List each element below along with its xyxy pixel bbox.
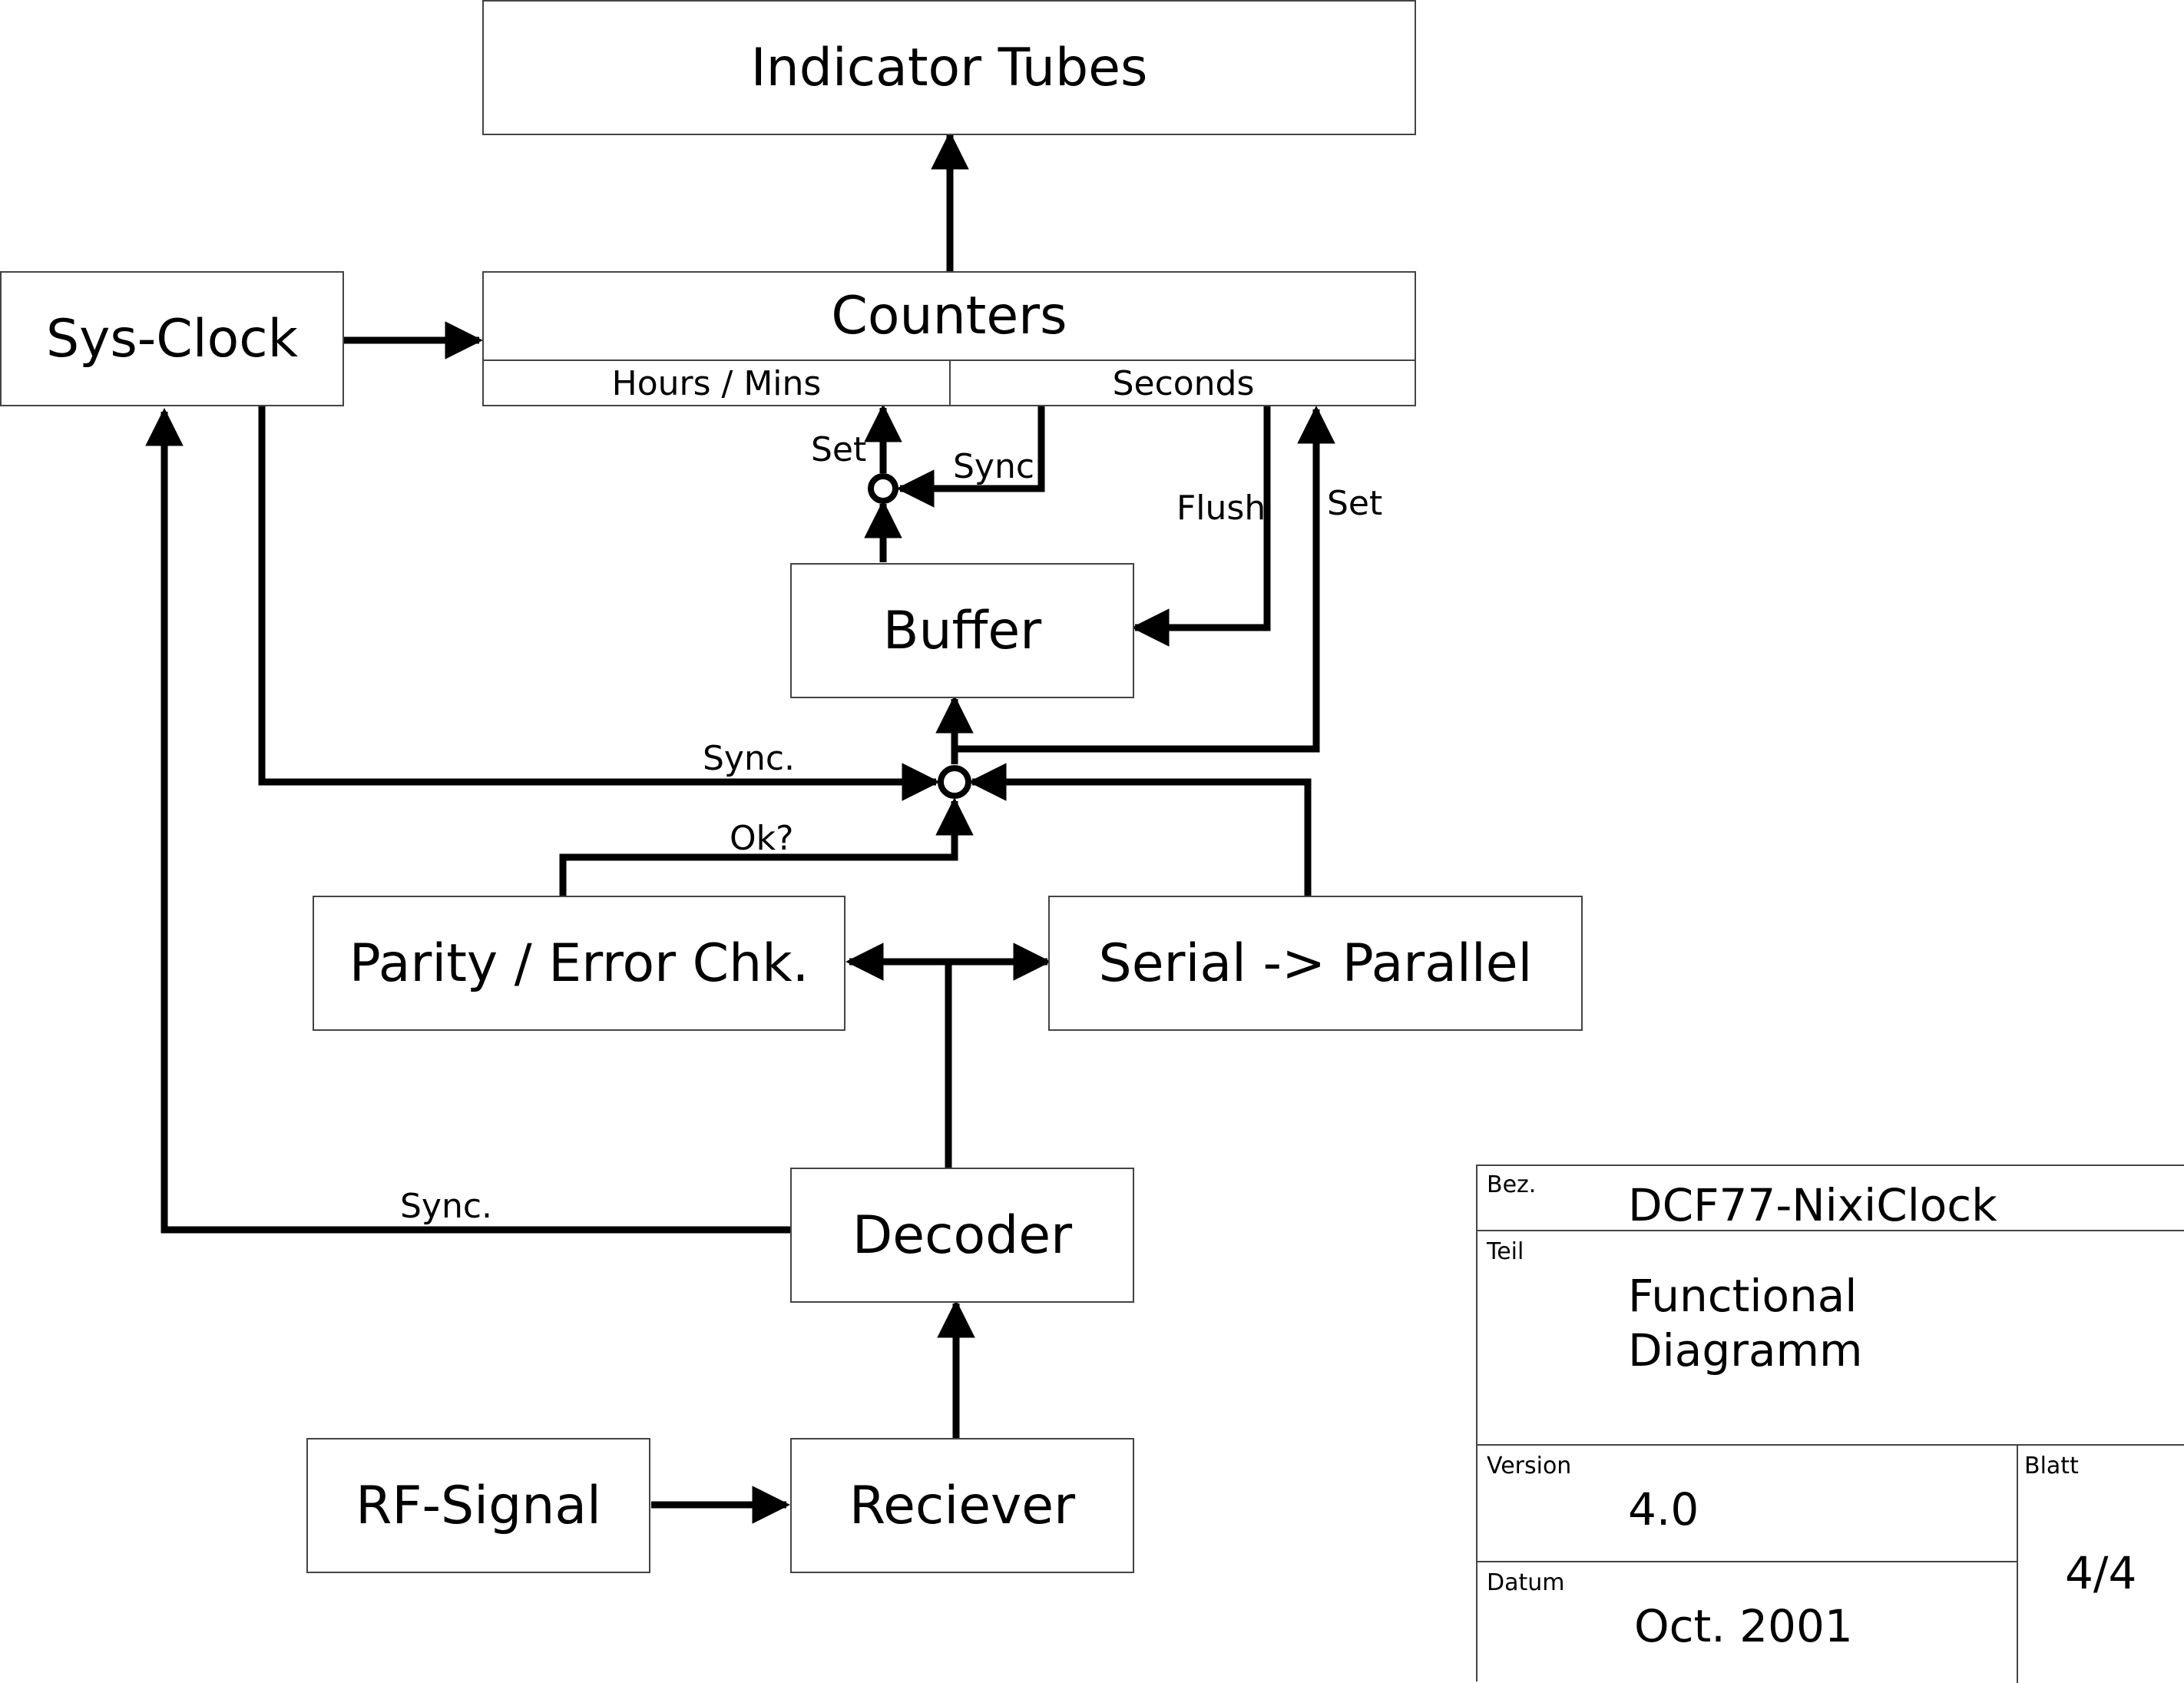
title-row-divider <box>1478 1230 2184 1231</box>
version-label: Version <box>1487 1453 1572 1479</box>
receiver-block: Reciever <box>790 1438 1134 1573</box>
arrow-clock-sync <box>258 406 940 801</box>
title-column-divider <box>2017 1444 2018 1683</box>
arrow-seconds-flush <box>1131 406 1271 647</box>
arrow-serial-to-node <box>968 763 1312 896</box>
label-sync-seconds: Sync. <box>953 447 1046 486</box>
label-set-hours: Set <box>811 430 867 469</box>
blatt-label: Blatt <box>2024 1453 2079 1479</box>
datum-value: Oct. 2001 <box>1634 1600 1853 1652</box>
decoder-block: Decoder <box>790 1168 1134 1303</box>
title-row-divider <box>1478 1444 2184 1446</box>
buffer-block: Buffer <box>790 563 1134 698</box>
rf-signal-block: RF-Signal <box>306 1438 650 1573</box>
serial-to-parallel-block: Serial -> Parallel <box>1048 896 1583 1031</box>
arrow-parity-ok <box>559 797 974 896</box>
title-block: Bez. DCF77-NixiClock Teil Functional Dia… <box>1476 1165 2184 1683</box>
label-flush: Flush <box>1176 489 1266 528</box>
bez-value: DCF77-NixiClock <box>1628 1179 1997 1231</box>
arrow-node-to-seconds <box>951 406 1335 764</box>
sys-clock-block: Sys-Clock <box>0 271 344 406</box>
arrow-seconds-sync <box>896 406 1045 508</box>
parity-error-check-block: Parity / Error Chk. <box>313 896 845 1031</box>
bez-label: Bez. <box>1487 1171 1537 1198</box>
counters-title: Counters <box>831 286 1067 346</box>
lower-junction-node <box>938 765 971 799</box>
hours-mins-cell: Hours / Mins <box>484 359 951 406</box>
seconds-cell: Seconds <box>951 359 1416 406</box>
blatt-value: 4/4 <box>2065 1547 2137 1599</box>
indicator-tubes-block: Indicator Tubes <box>482 0 1416 135</box>
datum-label: Datum <box>1487 1569 1565 1596</box>
teil-label: Teil <box>1487 1238 1524 1265</box>
version-value: 4.0 <box>1628 1483 1699 1536</box>
label-ok: Ok? <box>730 819 794 858</box>
arrow-decoder-sync <box>145 408 790 1234</box>
counters-block: Counters Hours / Mins Seconds <box>482 271 1416 406</box>
upper-junction-node <box>868 473 898 504</box>
title-row-divider <box>1478 1561 2017 1562</box>
label-sync-clock: Sync. <box>703 739 796 778</box>
label-set-seconds: Set <box>1327 484 1383 523</box>
teil-value: Functional Diagramm <box>1628 1270 1863 1377</box>
label-sync-decoder: Sync. <box>400 1187 493 1226</box>
